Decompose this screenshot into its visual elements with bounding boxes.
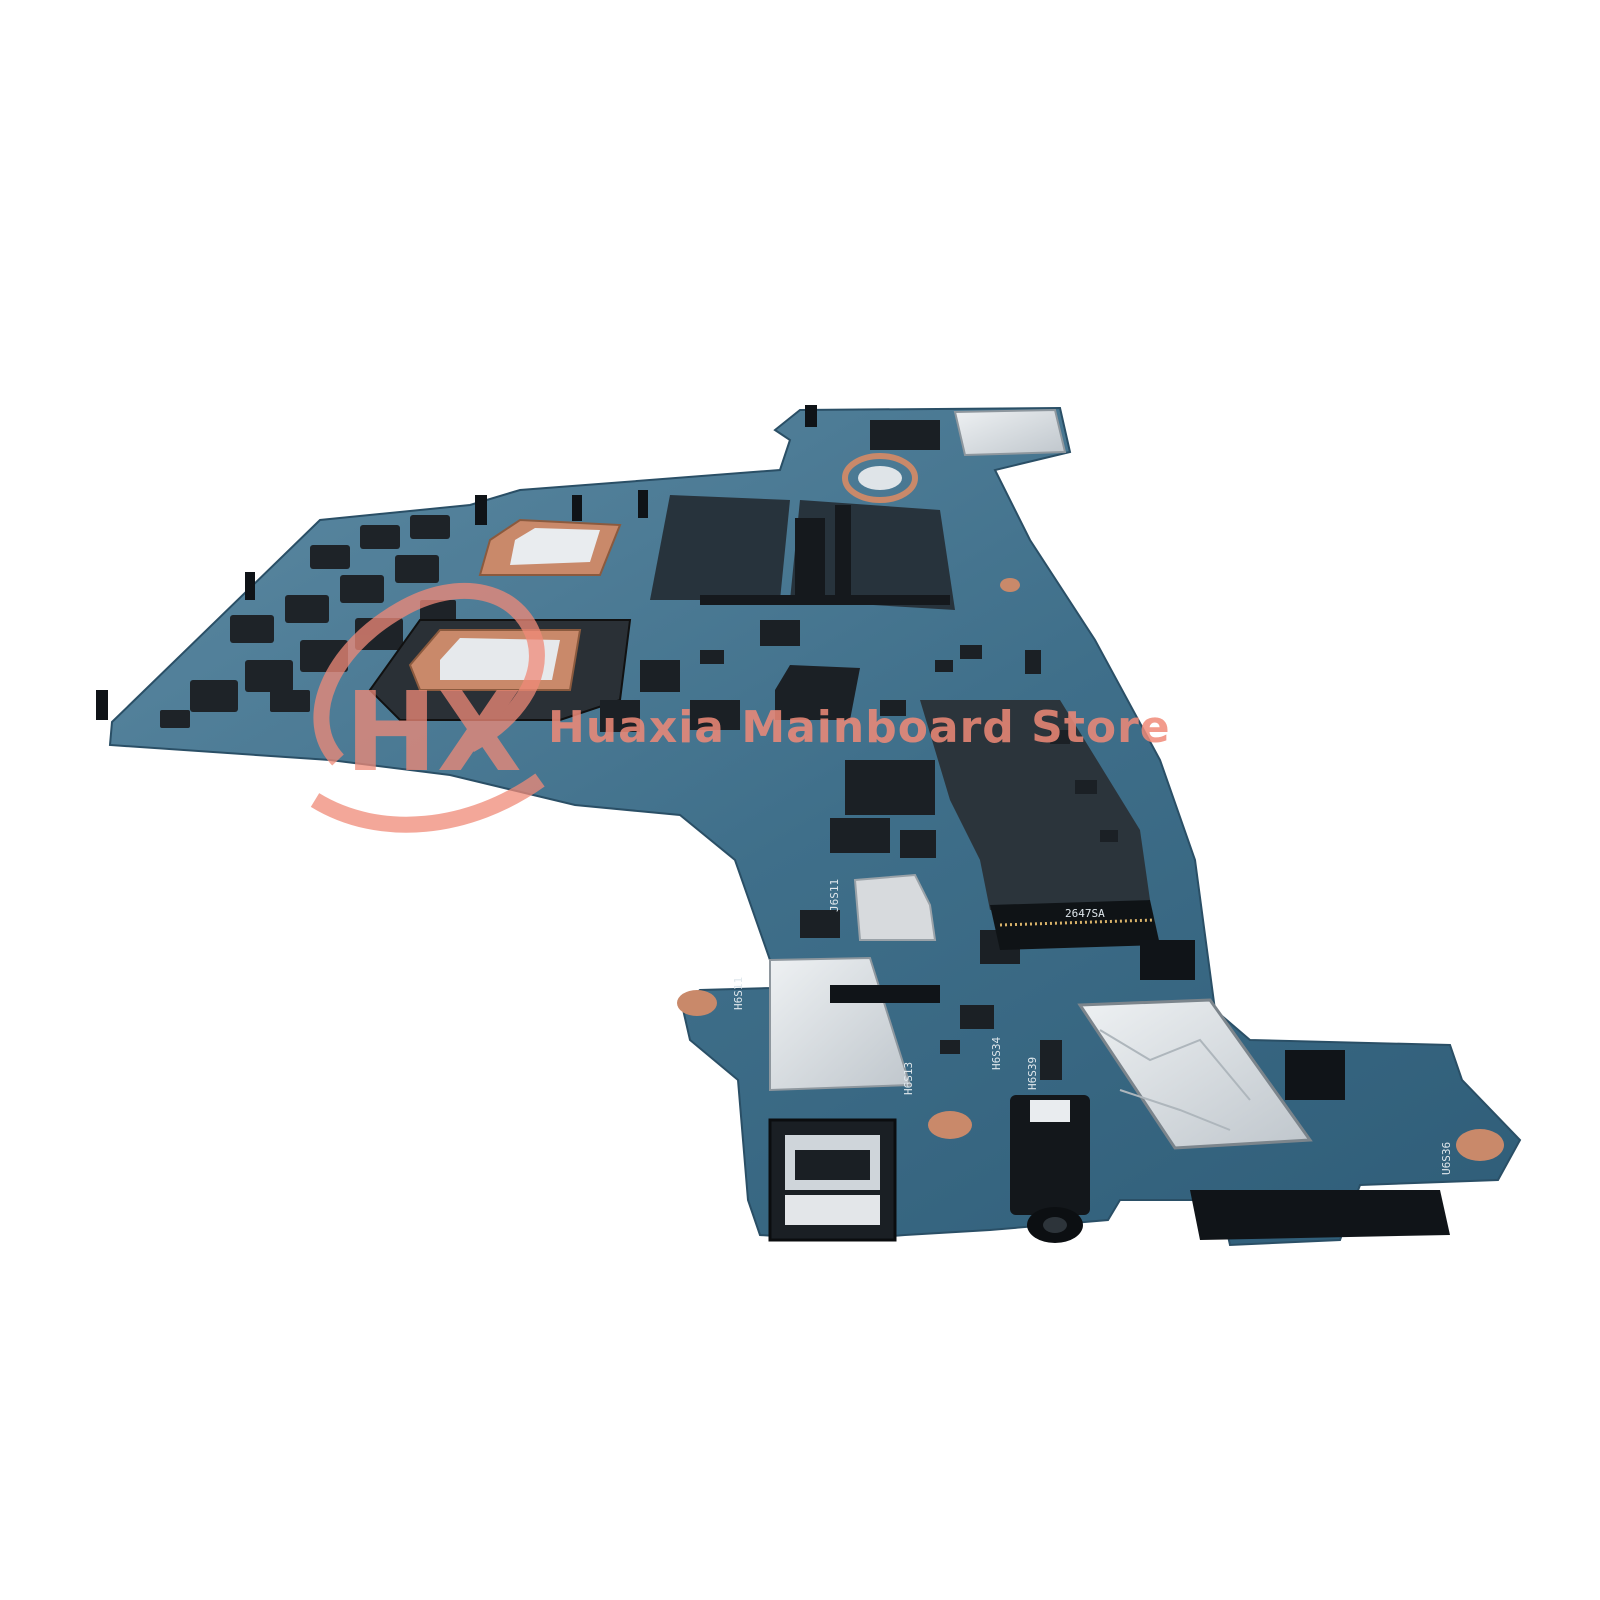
side-connector	[1190, 1050, 1450, 1240]
silkscreen-2647sa: 2647SA	[1065, 907, 1105, 920]
usb-port	[768, 1118, 897, 1242]
screw-holes	[677, 578, 1504, 1161]
watermark-brand-text: Huaxia Mainboard Store	[548, 702, 1171, 753]
cpu-die-upper	[478, 518, 622, 576]
foil-shield	[1077, 998, 1313, 1150]
ssd-shield	[920, 700, 1195, 980]
standoffs	[96, 405, 817, 720]
silkscreen-h6s11: H6S11	[732, 977, 745, 1010]
smd-components	[700, 645, 1118, 1080]
watermark-logo-letters: HX	[345, 668, 522, 796]
silkscreen-h6s13: H6S13	[902, 1062, 915, 1095]
silkscreen-labels: H6S11 H6S13 H6S39 H6S34 U6S36 J6S11 2647…	[732, 879, 1453, 1175]
usb-shield	[769, 956, 940, 1092]
silkscreen-j6s11: J6S11	[828, 879, 841, 912]
metal-bracket	[870, 408, 1067, 457]
mounting-ring	[842, 453, 918, 503]
silkscreen-u6s36: U6S36	[1440, 1142, 1453, 1175]
silkscreen-h6s34: H6S34	[990, 1037, 1003, 1070]
vrm-inductors	[160, 515, 456, 728]
ram-area	[650, 495, 955, 610]
wifi-module	[853, 873, 937, 941]
audio-jack	[1010, 1095, 1090, 1243]
silkscreen-h6s39: H6S39	[1026, 1057, 1039, 1090]
watermark-logo: HX	[310, 582, 545, 833]
